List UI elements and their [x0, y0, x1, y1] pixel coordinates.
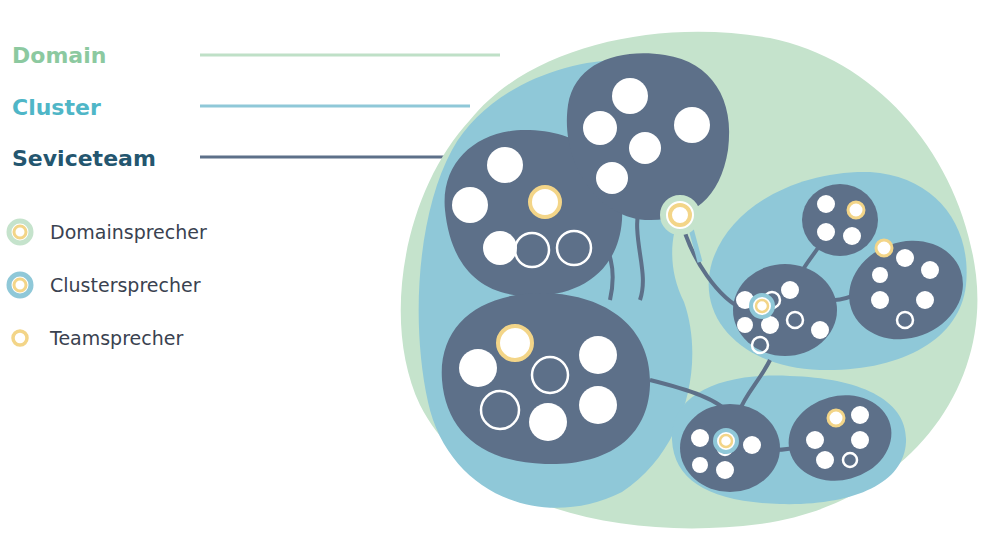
legend-text: Domainsprecher: [50, 219, 207, 245]
legend-symbols: [9, 221, 31, 345]
leader-line: [200, 54, 500, 57]
domain-speaker: [663, 198, 697, 232]
domain-shape: [401, 32, 978, 529]
cluster-shape: [672, 376, 906, 505]
legend-text: Clustersprecher: [50, 272, 200, 298]
level-label: Cluster: [12, 94, 105, 122]
legend-text: Teamsprecher: [50, 325, 183, 351]
cluster-shape: [709, 172, 967, 370]
level-label: Domain: [12, 42, 110, 70]
team-speakers: [498, 187, 892, 426]
open-members: [481, 231, 913, 467]
level-label: Seviceteam: [12, 145, 160, 173]
members: [452, 78, 939, 479]
leader-line: [200, 105, 470, 108]
cluster-speakers: [715, 295, 773, 452]
leader-line: [200, 156, 460, 159]
team-shapes: [442, 53, 977, 492]
